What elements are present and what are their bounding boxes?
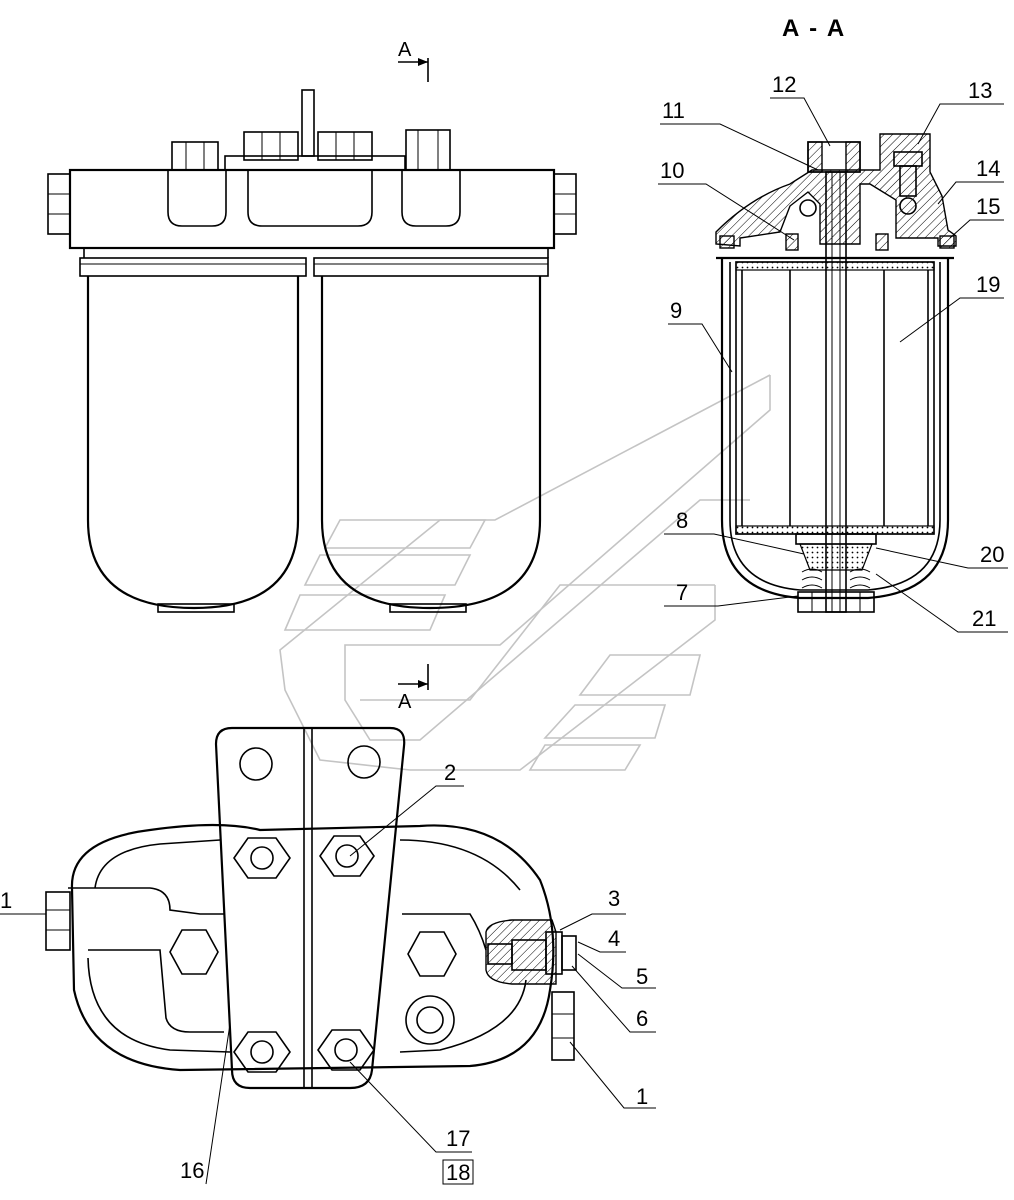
callout-7: 7 xyxy=(676,580,688,605)
callout-16: 16 xyxy=(180,1158,204,1183)
callout-13: 13 xyxy=(968,78,992,103)
section-letter: A xyxy=(398,39,412,61)
callout-15: 15 xyxy=(976,194,1000,219)
callout-17: 17 xyxy=(446,1126,470,1151)
callout-19: 19 xyxy=(976,272,1000,297)
section-title: A - A xyxy=(782,15,846,42)
callout-14: 14 xyxy=(976,156,1000,181)
callout-10: 10 xyxy=(660,158,684,183)
watermark-logo xyxy=(279,374,771,771)
callout-1-left: 1 xyxy=(0,888,12,913)
callout-4: 4 xyxy=(608,926,620,951)
callout-8: 8 xyxy=(676,508,688,533)
plan-view xyxy=(45,726,577,1090)
callout-2: 2 xyxy=(444,760,456,785)
callout-3: 3 xyxy=(608,886,620,911)
section-mark-bottom: A xyxy=(398,664,429,713)
callout-11: 11 xyxy=(662,98,685,123)
callout-20: 20 xyxy=(980,542,1004,567)
callout-18-box xyxy=(442,1159,474,1185)
callout-18: 18 xyxy=(446,1160,470,1185)
front-view xyxy=(47,89,577,613)
leader-lines xyxy=(0,97,1008,1185)
callout-1-right: 1 xyxy=(636,1084,648,1109)
callout-12: 12 xyxy=(772,72,796,97)
callout-labels: 1 1 2 3 4 5 6 7 8 9 10 11 12 13 14 15 16… xyxy=(0,72,1004,1185)
callout-21: 21 xyxy=(972,606,996,631)
callout-9: 9 xyxy=(670,298,682,323)
callout-5: 5 xyxy=(636,964,648,989)
callout-6: 6 xyxy=(636,1006,648,1031)
section-mark-top: A xyxy=(398,39,429,82)
section-letter: A xyxy=(398,691,412,713)
section-view xyxy=(715,133,957,613)
